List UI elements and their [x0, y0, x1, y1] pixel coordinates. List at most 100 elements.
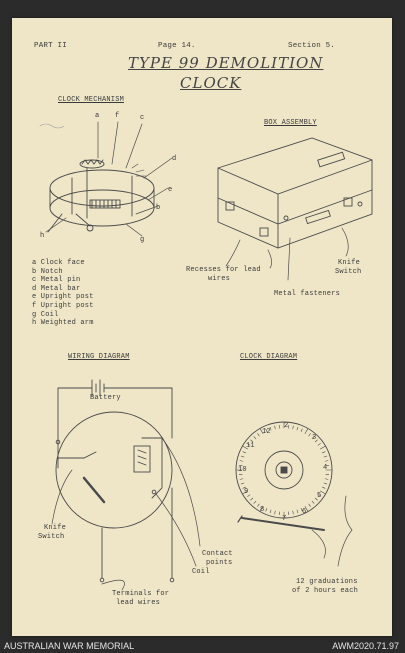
sketch-layer — [39, 121, 373, 591]
callout-g: g — [140, 236, 145, 244]
dial-tick — [324, 460, 329, 462]
gradations-label-2: of 2 hours each — [292, 587, 359, 595]
dial-tick — [242, 451, 246, 454]
dial-number-7: 7 — [282, 515, 287, 523]
page-label: Page 14. — [158, 42, 196, 50]
dial-tick — [259, 506, 264, 512]
page-subtitle: CLOCK — [180, 74, 242, 92]
dial-number-2: 2 — [284, 422, 289, 430]
dial-tick — [274, 510, 276, 515]
lead-wires-label: lead wires — [116, 599, 161, 607]
clock-mechanism-drawing — [45, 121, 173, 237]
clock-diagram-heading: CLOCK DIAGRAM — [240, 353, 298, 361]
callout-e: e — [168, 186, 173, 194]
dial-tick — [314, 497, 318, 501]
dial-tick — [239, 460, 244, 462]
dial-number-3: 3 — [312, 434, 317, 442]
dial-tick — [323, 455, 328, 458]
dial-tick — [257, 433, 260, 437]
dial-tick — [247, 494, 251, 497]
legend-item: h Weighted arm — [32, 319, 94, 328]
knife-switch-label-2: Switch — [335, 268, 362, 276]
page-title: TYPE 99 DEMOLITION — [128, 54, 324, 72]
dial-number-5: 5 — [317, 492, 322, 500]
dial-tick — [324, 478, 329, 480]
terminals-label: Terminals for — [112, 590, 170, 598]
dial-tick — [240, 482, 245, 485]
dial-tick — [323, 482, 328, 485]
footer-accession: AWM2020.71.97 — [332, 641, 399, 651]
document-page: PART II Page 14. Section 5. TYPE 99 DEMO… — [12, 18, 392, 636]
points-label: points — [206, 559, 233, 567]
dial-tick — [292, 510, 294, 515]
callout-f: f — [115, 112, 120, 120]
callout-c: c — [140, 114, 145, 122]
contact-label: Contact — [202, 550, 233, 558]
callout-h: h — [40, 232, 45, 240]
dial-tick — [317, 443, 321, 446]
wiring-knife-label: Knife — [44, 524, 67, 532]
clock-mechanism-heading: CLOCK MECHANISM — [58, 96, 125, 104]
dial-tick — [257, 503, 260, 507]
dial-tick — [242, 490, 248, 495]
legend-item: d Metal bar — [32, 284, 81, 293]
dial-tick — [269, 509, 272, 514]
dial-tick — [250, 439, 254, 443]
battery-label: Battery — [90, 394, 121, 402]
box-assembly-drawing — [217, 137, 373, 281]
legend-item: f Upright post — [32, 301, 94, 310]
dial-number-10: 10 — [238, 466, 247, 474]
gradations-label: 12 graduations — [296, 578, 358, 586]
recesses-label-2: wires — [208, 275, 231, 283]
dial-tick — [304, 428, 309, 434]
dial-tick — [250, 497, 254, 501]
legend-item: c Metal pin — [32, 276, 81, 285]
dial-tick — [322, 486, 326, 489]
dial-tick — [292, 425, 294, 430]
dial-tick — [296, 426, 299, 431]
dial-tick — [322, 451, 326, 454]
dial-tick — [304, 506, 309, 512]
dial-tick — [296, 509, 299, 514]
dial-number-6: 6 — [302, 508, 307, 516]
dial-number-4: 4 — [323, 464, 328, 472]
dial-tick — [269, 426, 272, 431]
fasteners-label: Metal fasteners — [274, 290, 341, 298]
dial-tick — [300, 508, 303, 512]
wiring-diagram-drawing — [51, 379, 201, 591]
knife-switch-label: Knife — [338, 259, 361, 267]
dial-tick — [314, 439, 318, 443]
dial-tick — [242, 486, 246, 489]
part-label: PART II — [34, 42, 67, 50]
mechanism-legend: a Clock face b Notch c Metal pin d Metal… — [32, 259, 94, 328]
dial-tick — [308, 503, 311, 507]
recesses-label: Recesses for lead — [186, 266, 261, 274]
legend-item: b Notch — [32, 267, 63, 276]
dial-tick — [311, 436, 315, 440]
dial-tick — [317, 494, 321, 497]
dial-tick — [253, 500, 257, 504]
dial-tick — [274, 425, 276, 430]
dial-tick — [311, 500, 315, 504]
dial-number-11: 11 — [246, 442, 255, 450]
dial-tick — [320, 445, 326, 450]
dial-tick — [240, 455, 245, 458]
dial-tick — [265, 508, 268, 512]
dial-tick — [320, 490, 326, 495]
dial-tick — [265, 428, 268, 432]
box-assembly-heading: BOX ASSEMBLY — [264, 119, 317, 127]
wiring-switch-label: Switch — [38, 533, 65, 541]
coil-label: Coil — [192, 568, 210, 576]
footer-institution: AUSTRALIAN WAR MEMORIAL — [4, 641, 135, 651]
dial-tick — [253, 436, 257, 440]
dial-tick — [247, 443, 251, 446]
callout-a: a — [95, 112, 100, 120]
dial-tick — [300, 428, 303, 432]
dial-number-8: 8 — [260, 506, 265, 514]
dial-number-12: 12 — [262, 428, 271, 436]
section-label: Section 5. — [288, 42, 336, 50]
clock-diagram-drawing — [235, 421, 353, 567]
callout-d: d — [172, 155, 177, 163]
dial-tick — [308, 433, 311, 437]
dial-tick — [239, 478, 244, 480]
